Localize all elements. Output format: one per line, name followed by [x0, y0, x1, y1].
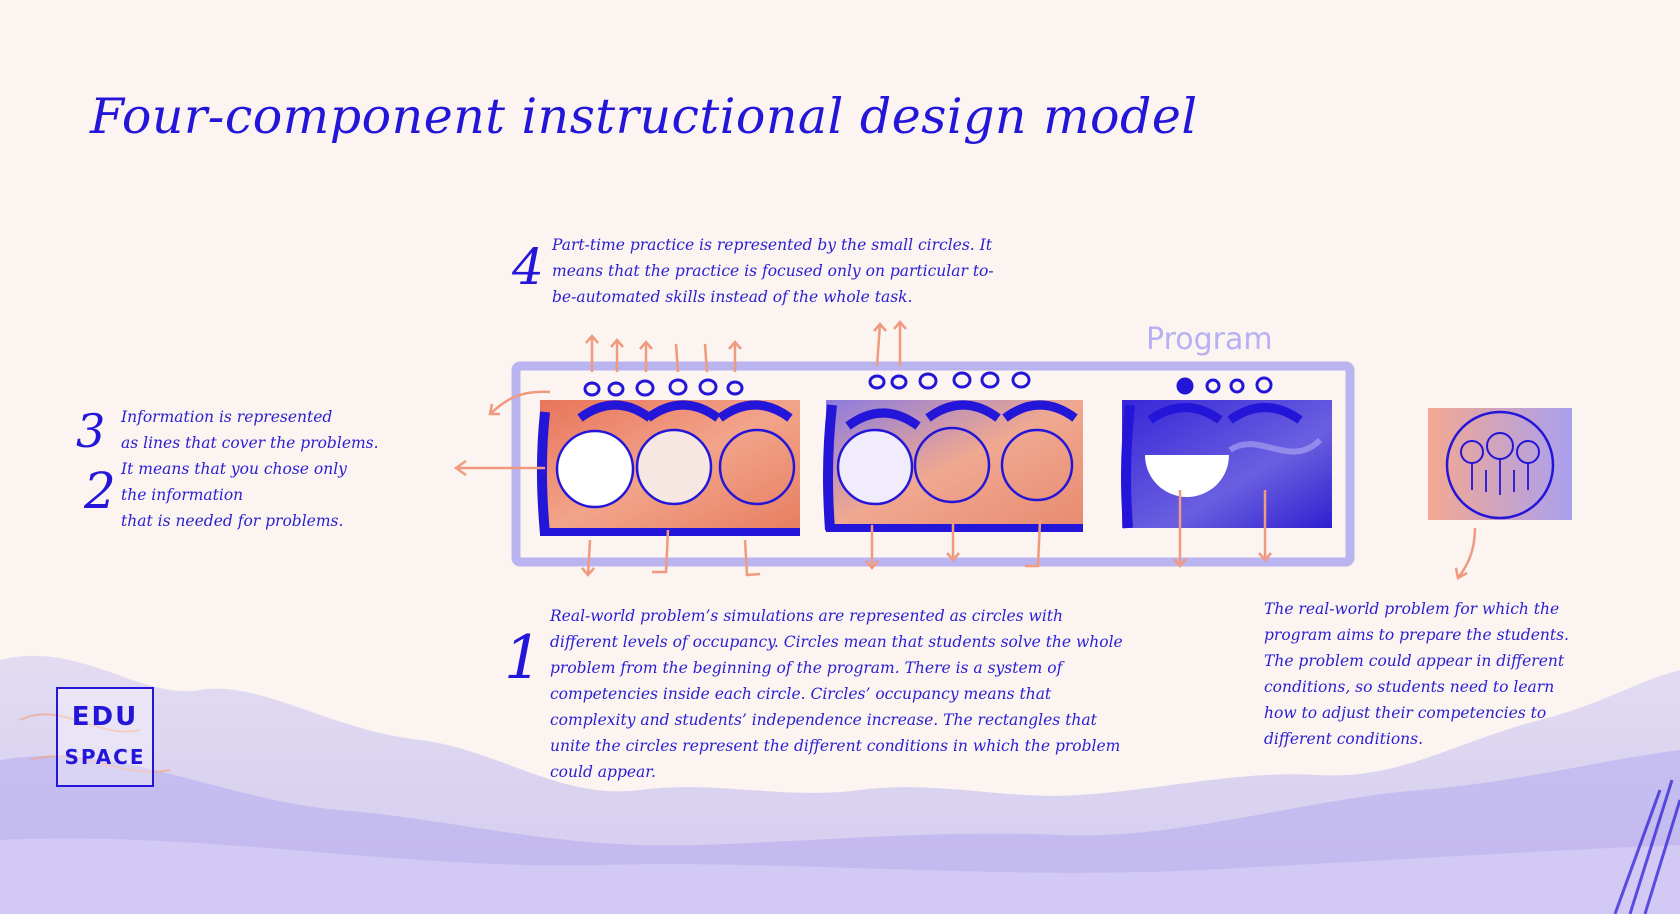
number-4: 4 — [512, 238, 544, 296]
practice-circles — [583, 371, 1273, 397]
condition-box-2 — [823, 400, 1083, 532]
eduspace-logo: EDU SPACE — [56, 687, 154, 787]
condition-box-1 — [536, 400, 800, 536]
part-time-practice-note: Part-time practice is represented by the… — [552, 236, 994, 306]
number-3: 3 — [76, 404, 106, 458]
page-title: Four-component instructional design mode… — [90, 88, 1198, 145]
real-world-problem-note: The real-world problem for which the pro… — [1264, 600, 1569, 748]
logo-line-2: SPACE — [64, 745, 146, 769]
number-1: 1 — [504, 623, 543, 693]
condition-box-3 — [1121, 400, 1332, 529]
program-frame — [511, 361, 1355, 567]
tasks-note: Real-world problem’s simulations are rep… — [550, 607, 1123, 781]
program-label: Program — [1146, 322, 1273, 357]
logo-line-1: EDU — [71, 702, 139, 732]
information-note: Information is represented as lines that… — [121, 408, 379, 530]
number-2: 2 — [84, 462, 116, 520]
information-arrows — [453, 390, 1477, 580]
up-arrows — [585, 320, 907, 373]
real-world-problem-image — [1428, 408, 1572, 520]
down-arrows — [581, 490, 1272, 577]
